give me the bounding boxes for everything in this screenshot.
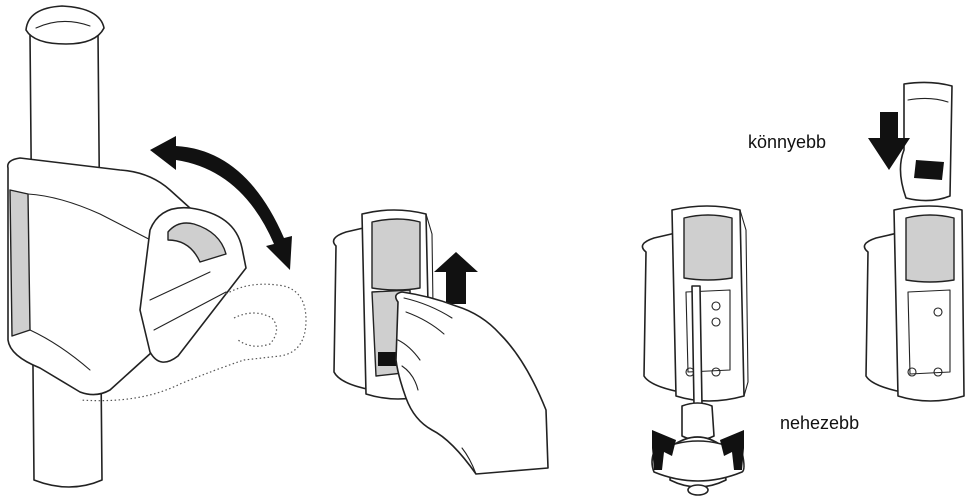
cover-slide-figure	[334, 210, 548, 474]
detector-window	[372, 219, 420, 290]
screwdriver-handle	[682, 403, 714, 440]
detector-window	[684, 215, 732, 280]
pole-top-cap	[26, 6, 104, 44]
cover-insert-figure	[864, 82, 964, 401]
pole-mount-figure	[8, 6, 306, 487]
harder-label: nehezebb	[780, 413, 859, 434]
screwdriver-shaft	[692, 286, 702, 406]
detector-window	[906, 215, 954, 282]
clamp-band-shade	[10, 190, 30, 336]
easier-label: könnyebb	[748, 132, 826, 153]
screwdriver-figure	[642, 206, 748, 495]
pushing-hand	[396, 292, 548, 474]
up-arrow-icon	[434, 252, 478, 304]
cover-latch	[914, 160, 944, 180]
